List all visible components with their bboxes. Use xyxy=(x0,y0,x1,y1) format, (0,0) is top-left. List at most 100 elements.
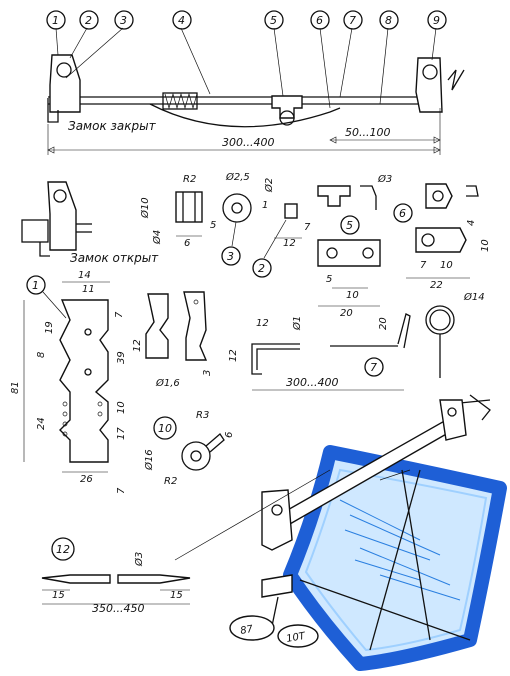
svg-text:12: 12 xyxy=(56,543,70,556)
dim-phi10: Ø10 xyxy=(139,197,151,219)
svg-text:3: 3 xyxy=(120,14,127,27)
dim-12b: 12 xyxy=(132,339,143,352)
dim-7d: 7 xyxy=(116,487,127,494)
dim-20b: 20 xyxy=(378,317,389,330)
svg-text:1: 1 xyxy=(52,14,59,27)
callout-6: 6 xyxy=(310,10,330,30)
part-detail-row: R2 Ø10 Ø4 6 Ø2,5 5 3 Ø2 1 7 12 2 Ø3 5 5 xyxy=(139,171,491,319)
dim-phi14: Ø14 xyxy=(463,291,485,303)
dim-22: 22 xyxy=(430,280,443,291)
dim-r3: R3 xyxy=(196,410,209,421)
dim-14: 14 xyxy=(78,270,91,281)
callout-9: 9 xyxy=(427,10,447,30)
dim-phi3-a: Ø3 xyxy=(377,173,392,185)
dim-19: 19 xyxy=(44,321,55,334)
callout-12-detail: 12 xyxy=(51,537,75,561)
dim-r2: R2 xyxy=(183,174,196,185)
sail-hatch-line xyxy=(379,574,461,601)
svg-text:3: 3 xyxy=(227,250,234,263)
dim-1: 1 xyxy=(262,200,268,211)
dim-8: 8 xyxy=(36,352,47,358)
dim-7a: 7 xyxy=(304,222,311,233)
svg-text:10: 10 xyxy=(158,422,172,435)
sail-highlight xyxy=(304,468,488,652)
dim-11: 11 xyxy=(82,284,95,295)
part-12-rod: 12 Ø3 15 15 350...450 xyxy=(41,537,191,615)
svg-text:7: 7 xyxy=(370,361,377,374)
dim-phi1: Ø1 xyxy=(291,316,303,331)
dim-26: 26 xyxy=(80,474,93,485)
callout-2-detail: 2 xyxy=(252,258,272,278)
dim-phi16b: Ø16 xyxy=(143,449,155,471)
callout-2: 2 xyxy=(79,10,99,30)
dim-10a: 10 xyxy=(480,239,491,252)
label-lock-closed: Замок закрыт xyxy=(68,119,157,133)
dim-7b: 7 xyxy=(420,260,427,271)
dim-15a: 15 xyxy=(52,590,65,601)
kite-illustration: 87 10Т xyxy=(174,394,507,671)
svg-text:6: 6 xyxy=(316,14,323,27)
callout-7: 7 xyxy=(343,10,363,30)
dim-4: 4 xyxy=(466,220,477,226)
dim-5b: 5 xyxy=(326,274,332,285)
lock-open-detail: Замок открыт xyxy=(21,181,159,265)
callout-5-detail: 5 xyxy=(340,215,360,235)
wire-bracket-7: 12 Ø1 12 20 300...400 7 Ø14 xyxy=(228,291,485,391)
svg-text:5: 5 xyxy=(346,219,353,232)
bent-bracket: 12 Ø1,6 3 xyxy=(132,291,213,389)
callout-3-detail: 3 xyxy=(221,246,241,266)
dim-300-400-top: 300...400 xyxy=(222,136,274,149)
dim-phi16: Ø1,6 xyxy=(155,377,180,389)
dim-12d: 12 xyxy=(256,318,269,329)
callout-4: 4 xyxy=(172,10,192,30)
spring xyxy=(162,92,198,110)
callout-8: 8 xyxy=(379,10,399,30)
sail-hatch-line xyxy=(354,559,421,581)
sail-hatch-line xyxy=(339,499,421,541)
dim-10c: 10 xyxy=(440,260,453,271)
svg-text:2: 2 xyxy=(85,14,92,27)
dim-12a: 12 xyxy=(283,238,296,249)
dim-300-400-mid: 300...400 xyxy=(286,376,338,389)
dim-17: 17 xyxy=(116,427,127,440)
callout-3: 3 xyxy=(114,10,134,30)
callout-7-detail: 7 xyxy=(364,357,384,377)
svg-text:2: 2 xyxy=(258,262,265,275)
dim-50-100: 50...100 xyxy=(345,126,390,139)
dim-phi4: Ø4 xyxy=(151,230,163,245)
dim-39: 39 xyxy=(116,351,127,364)
dim-phi25: Ø2,5 xyxy=(225,171,250,183)
callout-1: 1 xyxy=(46,10,66,30)
label-lock-open: Замок открыт xyxy=(70,251,159,265)
svg-text:6: 6 xyxy=(399,207,406,220)
svg-text:8: 8 xyxy=(385,14,392,27)
dim-5a: 5 xyxy=(210,220,216,231)
knob-label: 87 xyxy=(239,624,254,637)
dim-15b: 15 xyxy=(170,590,183,601)
callout-6-detail: 6 xyxy=(393,203,413,223)
svg-text:4: 4 xyxy=(178,14,185,27)
dim-7c: 7 xyxy=(114,311,125,318)
svg-text:7: 7 xyxy=(349,14,356,27)
dim-350-450: 350...450 xyxy=(92,602,144,615)
dim-6a: 6 xyxy=(184,238,190,249)
dim-12c: 12 xyxy=(228,349,239,362)
wheel-label: 10Т xyxy=(285,631,306,645)
dim-20a: 20 xyxy=(340,308,353,319)
dim-6b: 6 xyxy=(224,432,235,438)
dim-3: 3 xyxy=(202,370,213,376)
dim-r2b: R2 xyxy=(164,476,177,487)
part-1-profile: 1 14 11 7 19 8 39 81 24 10 17 26 7 xyxy=(10,270,127,494)
sail-hatch xyxy=(339,499,461,601)
dim-24: 24 xyxy=(36,417,47,430)
dim-phi2: Ø2 xyxy=(263,178,275,193)
sail-hatch-line xyxy=(349,514,441,556)
dim-10d: 10 xyxy=(116,401,127,414)
part-10: 10 R3 6 Ø16 R2 xyxy=(143,410,235,487)
svg-text:5: 5 xyxy=(270,14,277,27)
callout-1-detail: 1 xyxy=(26,275,46,295)
dim-phi3-b: Ø3 xyxy=(133,552,145,567)
sail-hatch-line xyxy=(359,547,451,586)
callout-5: 5 xyxy=(264,10,284,30)
